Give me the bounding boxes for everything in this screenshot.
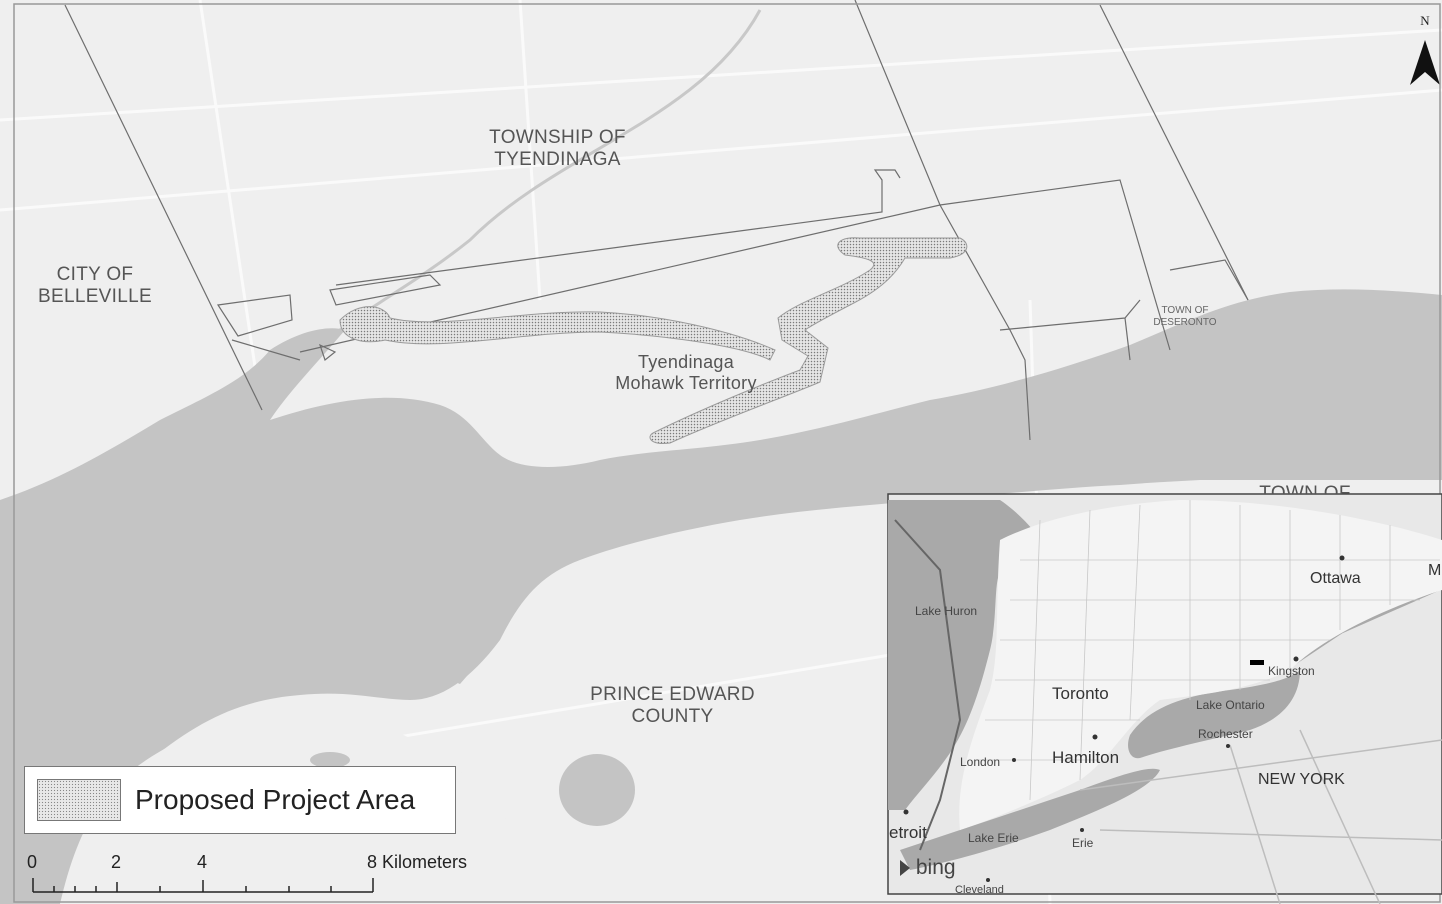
river-north bbox=[339, 9, 762, 332]
label-town-of-partial: TOWN OF bbox=[1259, 483, 1351, 494]
inset-label-kingston: Kingston bbox=[1268, 664, 1315, 678]
map-legend: Proposed Project Area bbox=[24, 766, 456, 834]
inset-map bbox=[887, 493, 1442, 904]
map-frame bbox=[13, 3, 1441, 903]
bay-of-quinte bbox=[0, 289, 1442, 904]
legend-label: Proposed Project Area bbox=[135, 784, 416, 815]
north-arrow-letter: N bbox=[1420, 13, 1430, 28]
bing-icon bbox=[900, 860, 910, 877]
inset-label-london: London bbox=[960, 755, 1001, 769]
north-arrow-icon bbox=[1410, 40, 1440, 85]
bing-label: bing bbox=[915, 856, 956, 879]
inset-project-marker bbox=[1250, 660, 1264, 665]
inset-label-toronto: Toronto bbox=[1052, 684, 1109, 703]
inset-lake-ontario bbox=[1128, 670, 1300, 759]
inset-label-lake-ontario: Lake Ontario bbox=[1196, 698, 1265, 712]
small-lake-3 bbox=[1155, 383, 1175, 401]
inset-label-cleveland: Cleveland bbox=[955, 884, 1004, 893]
inset-label-lake-huron: Lake Huron bbox=[915, 604, 978, 618]
scale-tick-8-km: 8 Kilometers bbox=[367, 852, 468, 872]
label-mohawk-territory: Tyendinaga Mohawk Territory bbox=[615, 352, 757, 393]
boundaries bbox=[64, 0, 1249, 441]
project-area bbox=[339, 237, 968, 445]
inset-label-rochester: Rochester bbox=[1198, 727, 1253, 741]
inset-ontario-land bbox=[959, 500, 1442, 830]
bay-inlet bbox=[450, 560, 540, 684]
inset-label-ottawa: Ottawa bbox=[1310, 570, 1361, 587]
inset-lake-erie bbox=[900, 768, 1160, 870]
small-lake bbox=[559, 754, 635, 826]
inset-label-detroit: etroit bbox=[889, 823, 927, 842]
scale-tick-2: 2 bbox=[111, 852, 122, 872]
bing-logo: bing bbox=[900, 856, 956, 880]
inset-label-hamilton: Hamilton bbox=[1052, 748, 1120, 767]
label-prince-edward-county: PRINCE EDWARD COUNTY bbox=[590, 684, 755, 727]
small-lake-2 bbox=[310, 752, 350, 768]
stipple-pattern-swatch bbox=[37, 779, 121, 821]
inset-label-m-partial: M bbox=[1428, 562, 1442, 579]
scale-tick-4: 4 bbox=[197, 852, 208, 872]
label-city-belleville: CITY OF BELLEVILLE bbox=[38, 264, 152, 307]
scale-bar bbox=[32, 878, 374, 893]
water-east bbox=[1180, 360, 1442, 480]
label-township-tyendinaga: TOWNSHIP OF TYENDINAGA bbox=[489, 127, 626, 170]
scale-tick-0: 0 bbox=[27, 852, 38, 872]
inset-label-new-york: NEW YORK bbox=[1258, 771, 1345, 788]
inset-label-lake-erie: Lake Erie bbox=[968, 831, 1019, 845]
label-town-deseronto: TOWN OF DESERONTO bbox=[1153, 305, 1217, 328]
inset-label-erie: Erie bbox=[1072, 836, 1094, 850]
